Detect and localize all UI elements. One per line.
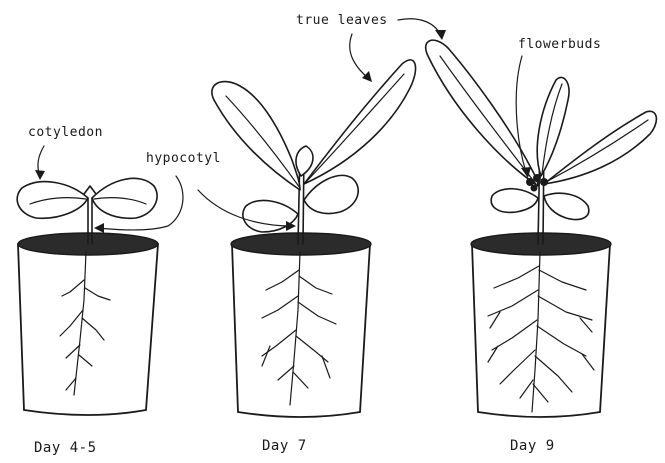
label-cotyledon: cotyledon	[28, 125, 103, 140]
cotyledon-leaves-day-4-5	[17, 178, 157, 218]
day-label-1: Day 4-5	[34, 440, 97, 456]
true-leaves-day-9	[426, 40, 657, 186]
true-leaves-day-7	[212, 60, 416, 190]
annotation-true-leaves: true leaves	[296, 13, 446, 82]
label-hypocotyl: hypocotyl	[146, 151, 221, 166]
annotation-cotyledon: cotyledon	[28, 125, 103, 180]
day-label-2: Day 7	[262, 438, 307, 454]
pot-day-9	[426, 40, 657, 417]
label-flower-buds: flowerbuds	[518, 37, 601, 52]
pot-day-4-5	[17, 178, 158, 415]
day-label-3: Day 9	[510, 438, 555, 454]
pot-day-7	[212, 60, 416, 417]
label-true-leaves: true leaves	[296, 13, 388, 28]
